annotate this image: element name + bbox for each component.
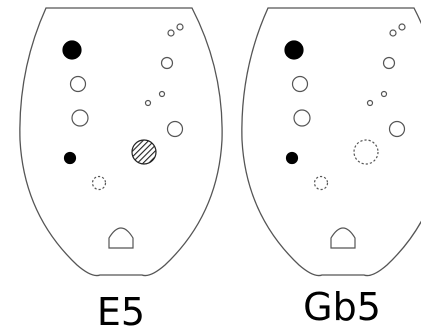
hole-right-1-open — [160, 56, 174, 70]
hole-mid-2-open — [71, 109, 89, 127]
hole-small-bottom-dashed — [91, 175, 107, 191]
hole-right-1-open — [382, 56, 396, 70]
fingering-diagram-gb5 — [241, 7, 421, 277]
hole-bottom-arch-open — [108, 227, 134, 249]
hole-lower-right-dashed — [353, 139, 379, 165]
hole-right-2-open — [388, 120, 406, 138]
hole-tiny-2-open — [398, 23, 406, 31]
hole-micro-1-open — [144, 99, 152, 107]
hole-large-top-filled — [284, 40, 304, 60]
hole-large-top-filled — [62, 40, 82, 60]
hole-lower-right-half — [131, 139, 157, 165]
hole-right-2-open — [166, 120, 184, 138]
hole-small-bottom-dashed — [313, 175, 329, 191]
fingering-label-gb5: Gb5 — [303, 285, 381, 329]
instrument-body-outline — [19, 7, 223, 277]
hole-mid-1-open — [291, 75, 309, 93]
hole-tiny-1-open — [389, 29, 397, 37]
instrument-body-outline — [241, 7, 421, 277]
hole-small-dot-filled — [285, 151, 299, 165]
hole-mid-2-open — [293, 109, 311, 127]
hole-micro-2-open — [158, 90, 166, 98]
hole-small-dot-filled — [63, 151, 77, 165]
hole-tiny-1-open — [167, 29, 175, 37]
hole-micro-2-open — [380, 90, 388, 98]
hole-mid-1-open — [69, 75, 87, 93]
fingering-diagram-e5 — [19, 7, 223, 277]
fingering-label-e5: E5 — [97, 290, 145, 334]
hole-micro-1-open — [366, 99, 374, 107]
hole-tiny-2-open — [176, 23, 184, 31]
hole-bottom-arch-open — [330, 227, 356, 249]
